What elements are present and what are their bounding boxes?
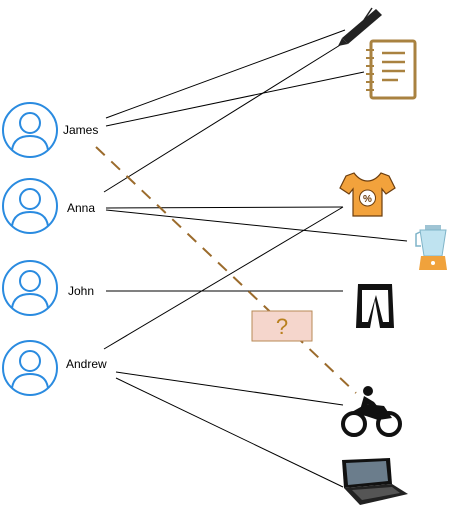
link-james-notepad xyxy=(105,71,365,127)
person-avatar-icon xyxy=(2,178,58,234)
links-layer xyxy=(103,29,408,488)
link-james-pen xyxy=(105,29,346,119)
pants-icon[interactable] xyxy=(356,284,394,328)
person-james[interactable]: James xyxy=(2,102,98,158)
question-mark-label: ? xyxy=(276,314,288,339)
person-avatar-icon xyxy=(2,340,58,396)
question-box: ? xyxy=(251,310,313,342)
person-avatar-icon xyxy=(2,260,58,316)
motorcycle-icon[interactable] xyxy=(341,386,402,437)
tshirt-discount-icon[interactable]: % xyxy=(339,172,396,217)
laptop-icon[interactable] xyxy=(342,458,408,505)
person-andrew[interactable]: Andrew xyxy=(2,340,107,396)
link-andrew-laptop xyxy=(115,377,344,488)
person-anna[interactable]: Anna xyxy=(2,178,95,234)
person-avatar-icon xyxy=(2,102,58,158)
link-anna-tshirt xyxy=(105,206,344,209)
link-anna-blender xyxy=(105,209,408,242)
link-andrew-tshirt xyxy=(103,206,344,350)
link-anna-pen xyxy=(103,41,346,193)
person-name: John xyxy=(68,284,94,298)
person-name: James xyxy=(63,123,98,137)
blender-icon[interactable] xyxy=(415,225,447,270)
person-name: Andrew xyxy=(66,357,107,371)
notepad-icon[interactable] xyxy=(366,39,417,100)
svg-text:%: % xyxy=(363,194,372,205)
pen-icon[interactable] xyxy=(338,7,382,46)
predicted-link-james-motorcycle xyxy=(95,146,357,394)
person-john[interactable]: John xyxy=(2,260,94,316)
link-andrew-motorcycle xyxy=(115,371,344,406)
person-name: Anna xyxy=(67,201,95,215)
